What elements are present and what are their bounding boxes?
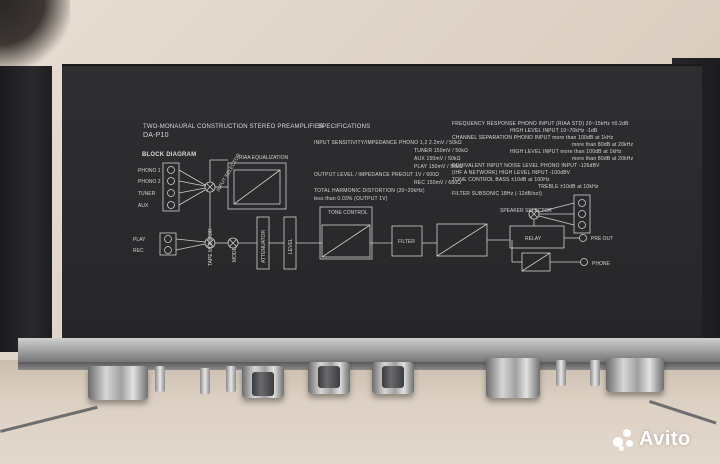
- knob-cap: [318, 366, 340, 388]
- aluminum-faceplate: [18, 338, 720, 364]
- large-knob-volume[interactable]: [486, 358, 540, 398]
- spec-line: AUX 150mV / 50kΩ: [414, 156, 461, 162]
- panel-title: TWO-MONAURAL CONSTRUCTION STEREO PREAMPL…: [143, 124, 324, 130]
- jack-icon: [164, 246, 172, 254]
- knob[interactable]: [308, 362, 350, 394]
- toggle-lever[interactable]: [590, 360, 600, 386]
- spec-line: HIGH LEVEL INPUT 10~70kHz -1dB: [510, 128, 598, 134]
- spec-line: PLAY 150mV / 50kΩ: [414, 164, 463, 170]
- spec-line: less than 0.03% (OUTPUT 1V): [314, 196, 388, 202]
- label-phone: PHONE: [592, 261, 610, 267]
- background-shadow: [0, 0, 70, 70]
- faceplate-edge: [18, 362, 720, 370]
- filter-block: [391, 225, 423, 257]
- label-pre-out: PRE OUT: [591, 236, 613, 242]
- tape-jack-block: [159, 232, 177, 256]
- watermark: Avito: [613, 428, 691, 451]
- spec-line: TREBLE ±10dB at 10kHz: [538, 184, 599, 190]
- large-knob-left[interactable]: [88, 366, 148, 400]
- label-riaa: RIAA EQUALIZATION: [239, 155, 288, 161]
- spec-list-left: INPUT SENSITIVITY/IMPEDANCE PHONO 1,2 2.…: [314, 140, 468, 202]
- spec-line: TUNER 150mV / 50kΩ: [414, 148, 469, 154]
- block-diagram-heading: BLOCK DIAGRAM: [142, 152, 197, 158]
- toggle-lever[interactable]: [226, 366, 236, 392]
- relay-block: [509, 225, 565, 249]
- model-name: DA-P10: [143, 132, 169, 139]
- label-phono-1: PHONO 1: [138, 168, 161, 174]
- phone-jack-icon: [580, 258, 588, 266]
- avito-logo-icon: [613, 428, 635, 451]
- label-input-selector: INPUT SELECTOR: [216, 152, 243, 193]
- knob-cap: [382, 366, 404, 388]
- jack-icon: [164, 235, 172, 243]
- jack-icon: [167, 177, 175, 185]
- label-tone-control: TONE CONTROL: [328, 210, 368, 216]
- spec-line: REC 150mV / 680Ω: [414, 180, 462, 186]
- spec-line: OUTPUT LEVEL / IMPEDANCE PREOUT 1V / 600…: [314, 172, 440, 178]
- input-jack-block: [162, 162, 180, 212]
- knob[interactable]: [372, 362, 414, 394]
- spec-line: HIGH LEVEL INPUT more than 100dB at 1kHz: [510, 149, 622, 155]
- jack-icon: [167, 166, 175, 174]
- spec-line: EQUIVALENT INPUT NOISE LEVEL PHONO INPUT…: [452, 163, 600, 169]
- label-attenuator: ATTENUATOR: [261, 230, 267, 263]
- spec-line: FILTER SUBSONIC 18Hz (-12dB/oct): [452, 191, 542, 197]
- label-aux: AUX: [138, 203, 149, 209]
- jack-icon: [578, 221, 586, 229]
- toggle-lever[interactable]: [556, 360, 566, 386]
- label-speaker-selector: SPEAKER SELECTOR: [500, 208, 552, 214]
- spec-line: TOTAL HARMONIC DISTORTION (20~20kHz): [314, 188, 425, 194]
- spec-list-right: FREQUENCY RESPONSE PHONO INPUT (RIAA STD…: [452, 121, 633, 197]
- spec-line: (IHF A NETWORK) HIGH LEVEL INPUT -100dBV: [452, 170, 571, 176]
- jack-icon: [167, 189, 175, 197]
- riaa-block: [227, 162, 287, 210]
- spec-line: FREQUENCY RESPONSE PHONO INPUT (RIAA STD…: [452, 121, 629, 127]
- knob-cap: [252, 372, 274, 396]
- label-rec: REC: [133, 248, 144, 254]
- label-relay: RELAY: [525, 236, 542, 242]
- toggle-lever[interactable]: [200, 368, 210, 394]
- spec-line: more than 80dB at 20kHz: [572, 142, 634, 148]
- cabinet-left-side: [0, 66, 52, 352]
- jack-icon: [578, 199, 586, 207]
- label-phono-2: PHONO 2: [138, 179, 161, 185]
- label-tuner: TUNER: [138, 191, 156, 197]
- label-play: PLAY: [133, 237, 146, 243]
- label-level: LEVEL: [288, 238, 294, 254]
- speaker-jack-block: [573, 194, 591, 234]
- spec-line: CHANNEL SEPARATION PHONO INPUT more than…: [452, 135, 614, 141]
- pre-out-jack-icon: [579, 234, 587, 242]
- spec-line: INPUT SENSITIVITY/IMPEDANCE PHONO 1,2 2.…: [314, 140, 462, 146]
- spec-line: more than 80dB at 20kHz: [572, 156, 634, 162]
- knob[interactable]: [242, 366, 284, 398]
- label-tape-monitor: TAPE MONITOR: [208, 228, 214, 266]
- spec-heading: SPECIFICATIONS: [318, 124, 371, 130]
- toggle-lever[interactable]: [155, 366, 165, 392]
- jack-icon: [167, 201, 175, 209]
- watermark-text: Avito: [639, 428, 691, 450]
- jack-icon: [578, 210, 586, 218]
- spec-line: TONE CONTROL BASS ±10dB at 100Hz: [452, 177, 550, 183]
- label-mode: MODE: [232, 246, 238, 262]
- label-filter: FILTER: [398, 239, 415, 245]
- large-knob-right[interactable]: [606, 358, 664, 392]
- tone-control-block: [319, 206, 373, 260]
